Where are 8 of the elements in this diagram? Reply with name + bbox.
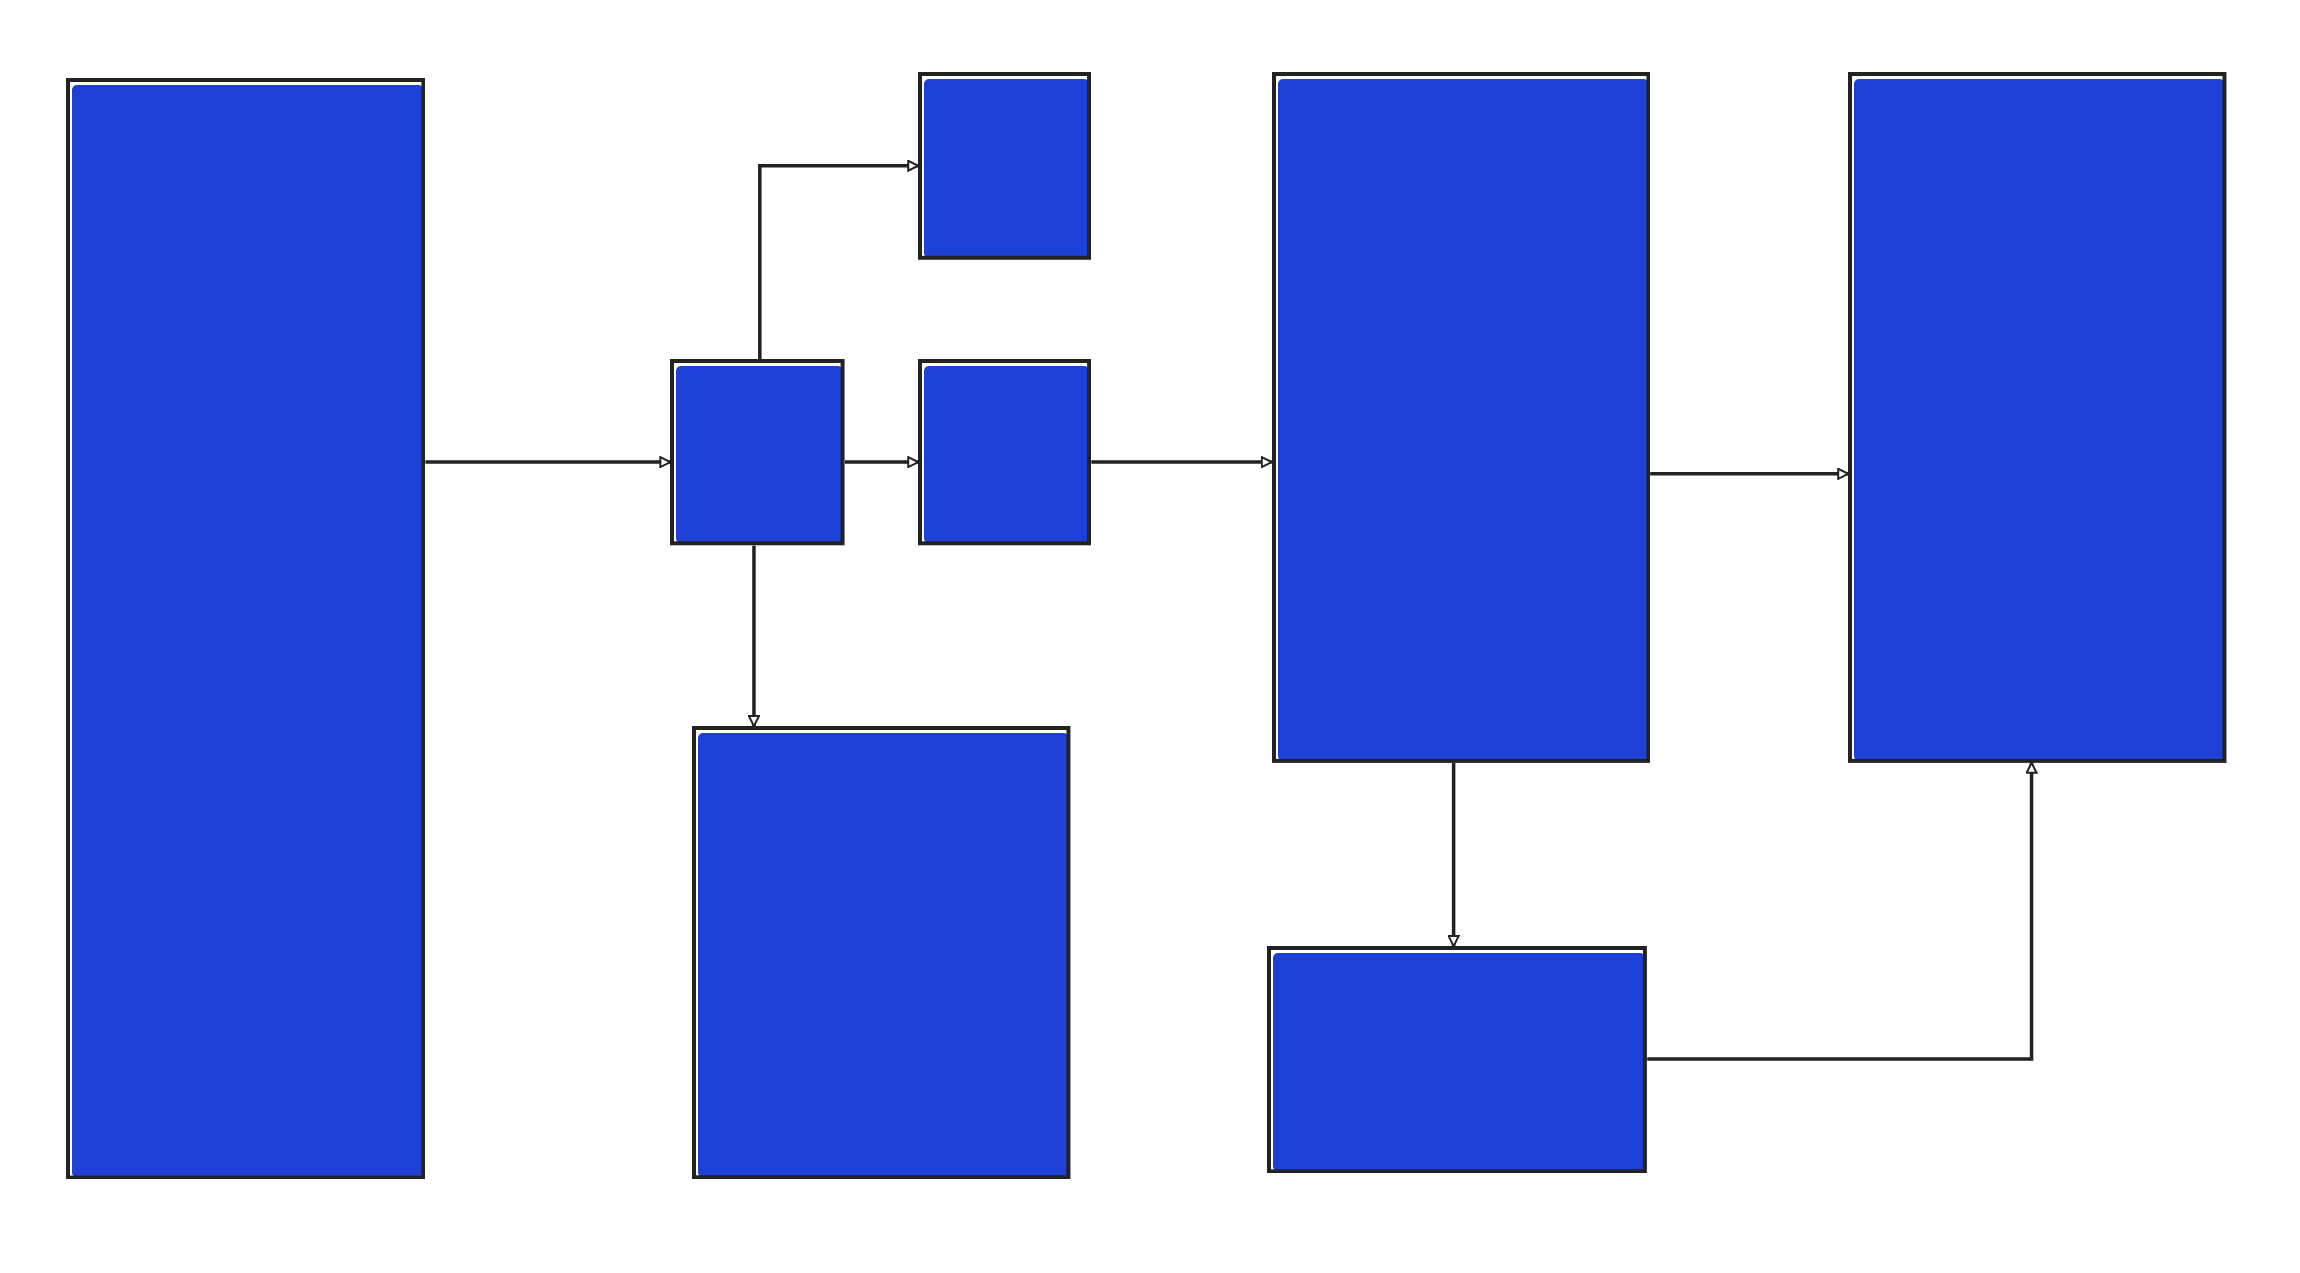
arrow <box>1447 762 1460 948</box>
arrow <box>1647 761 2038 1061</box>
arrow <box>1091 456 1273 469</box>
arrow <box>844 456 920 469</box>
arrow <box>747 545 760 728</box>
arrow <box>758 159 920 360</box>
arrow <box>425 456 672 469</box>
arrow <box>1650 467 1850 480</box>
